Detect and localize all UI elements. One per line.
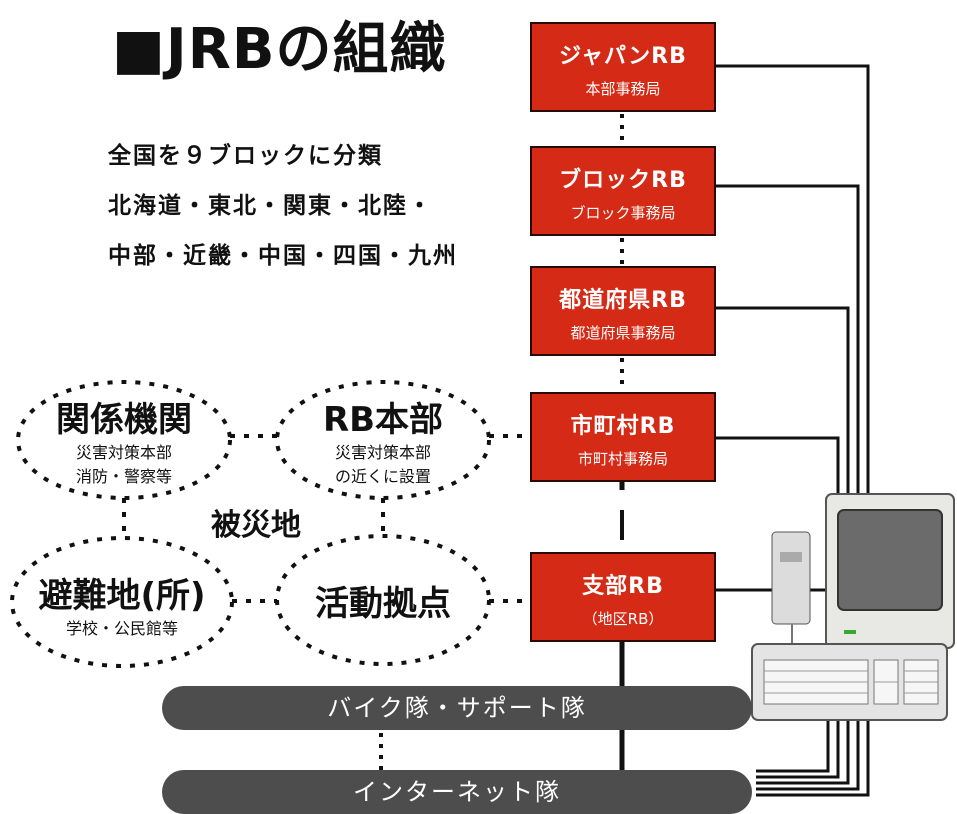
rb-hq-bubble: RB本部 災害対策本部 の近くに設置: [293, 392, 473, 489]
note-line-1: 全国を９ブロックに分類: [108, 143, 383, 169]
bubble-title: 活動拠点: [315, 584, 451, 624]
municipal-rb-box: 市町村RB 市町村事務局: [530, 392, 716, 482]
internet-team-bar: インターネット隊: [162, 770, 752, 814]
activity-base-bubble: 活動拠点: [293, 576, 473, 625]
box-name: 市町村RB: [570, 414, 676, 439]
computer-icon: [751, 493, 955, 721]
page-title: ■JRBの組織: [112, 17, 447, 82]
agencies-bubble: 関係機関 災害対策本部 消防・警察等: [34, 392, 214, 489]
bubble-line: 消防・警察等: [75, 467, 172, 486]
bubble-title: RB本部: [322, 400, 444, 440]
shelter-bubble: 避難地(所) 学校・公民館等: [22, 568, 222, 641]
dotted-trunk-segments: [379, 112, 625, 771]
box-office: （地区RB）: [582, 610, 664, 628]
box-name: ジャパンRB: [559, 44, 687, 69]
box-name: ブロックRB: [559, 168, 687, 193]
prefecture-rb-box: 都道府県RB 都道府県事務局: [530, 266, 716, 356]
bubble-title: 避難地(所): [38, 576, 206, 616]
block-rb-box: ブロックRB ブロック事務局: [530, 146, 716, 236]
bubble-line: 学校・公民館等: [65, 619, 178, 638]
box-office: ブロック事務局: [570, 204, 676, 222]
bubble-links: [122, 434, 528, 603]
bubble-line: 災害対策本部: [75, 443, 172, 462]
box-office: 都道府県事務局: [570, 324, 676, 342]
box-office: 市町村事務局: [577, 450, 668, 468]
note-line-3: 中部・近畿・中国・四国・九州: [108, 243, 458, 269]
box-name: 支部RB: [582, 574, 664, 599]
note-line-2: 北海道・東北・関東・北陸・: [108, 193, 433, 219]
bubble-title: 関係機関: [56, 400, 192, 440]
disaster-area-label: 被災地: [211, 508, 301, 543]
branch-rb-box: 支部RB （地区RB）: [530, 552, 716, 642]
bubble-line: の近くに設置: [334, 467, 431, 486]
bike-support-team-bar: バイク隊・サポート隊: [162, 686, 752, 730]
box-office: 本部事務局: [585, 80, 661, 98]
bubble-line: 災害対策本部: [334, 443, 431, 462]
box-name: 都道府県RB: [559, 288, 687, 313]
japan-rb-box: ジャパンRB 本部事務局: [530, 22, 716, 112]
